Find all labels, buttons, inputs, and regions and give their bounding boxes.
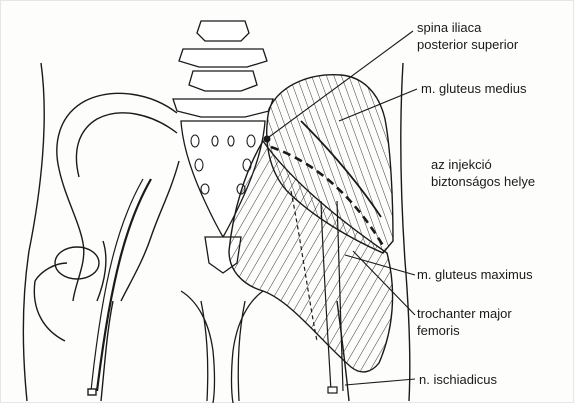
label-injekcio-line2: biztonságos helye bbox=[431, 173, 535, 190]
label-nervus-ischiadicus: n. ischiadicus bbox=[419, 371, 497, 388]
label-trochanter-major: trochanter major femoris bbox=[417, 305, 512, 339]
label-gluteus-medius: m. gluteus medius bbox=[421, 80, 527, 97]
label-trochanter-line2: femoris bbox=[417, 322, 512, 339]
label-spina-line1: spina iliaca bbox=[417, 19, 518, 36]
gluteal-fold bbox=[181, 291, 263, 403]
label-trochanter-line1: trochanter major bbox=[417, 305, 512, 322]
label-gluteus-maximus: m. gluteus maximus bbox=[417, 266, 533, 283]
label-spina-iliaca: spina iliaca posterior superior bbox=[417, 19, 518, 53]
label-injekcio-line1: az injekció bbox=[431, 156, 535, 173]
label-injection-site: az injekció biztonságos helye bbox=[431, 156, 535, 190]
label-spina-line2: posterior superior bbox=[417, 36, 518, 53]
